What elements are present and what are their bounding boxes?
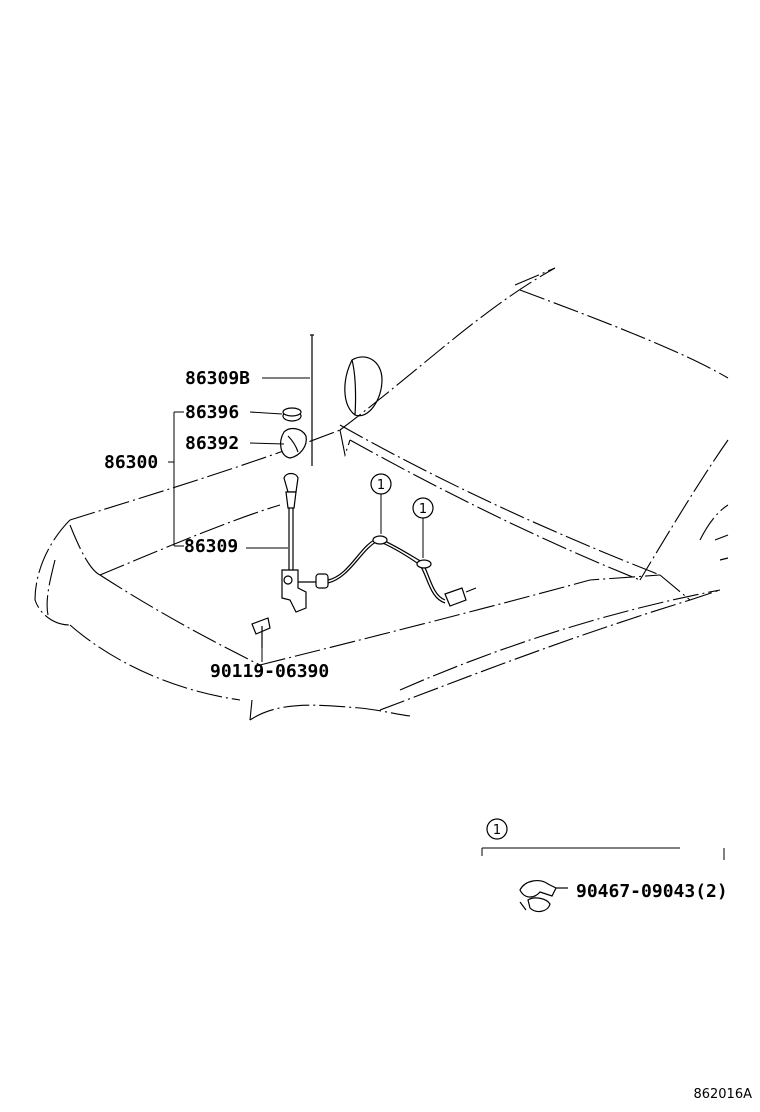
antenna-pole: [281, 472, 307, 613]
label-antenna-assembly: 86300: [104, 452, 158, 473]
antenna-rod: [310, 334, 314, 466]
label-clamp: 90467-09043(2): [576, 881, 728, 902]
label-antenna-rod: 86309B: [185, 368, 250, 389]
clamp-icon: [519, 880, 568, 913]
svg-text:1: 1: [493, 823, 501, 838]
label-antenna-pad: 86392: [185, 433, 239, 454]
label-mounting-screw: 90119-06390: [210, 661, 329, 682]
antenna-cable: [298, 535, 477, 607]
figure-id: 862016A: [693, 1087, 752, 1102]
label-antenna-nut: 86396: [185, 402, 239, 423]
vehicle-outline: [34, 267, 729, 721]
antenna-pad: [280, 427, 307, 459]
mounting-screw: [251, 617, 271, 648]
svg-text:1: 1: [419, 502, 427, 517]
antenna-nut: [282, 407, 302, 422]
callout-ref-1b: 1: [412, 497, 434, 558]
callout-legend: 1 90467-09043(2): [481, 818, 728, 913]
callout-ref-1: 1: [370, 473, 392, 534]
svg-text:1: 1: [377, 478, 385, 493]
leader-lines: [168, 377, 310, 662]
label-antenna-pole: 86309: [184, 536, 238, 557]
